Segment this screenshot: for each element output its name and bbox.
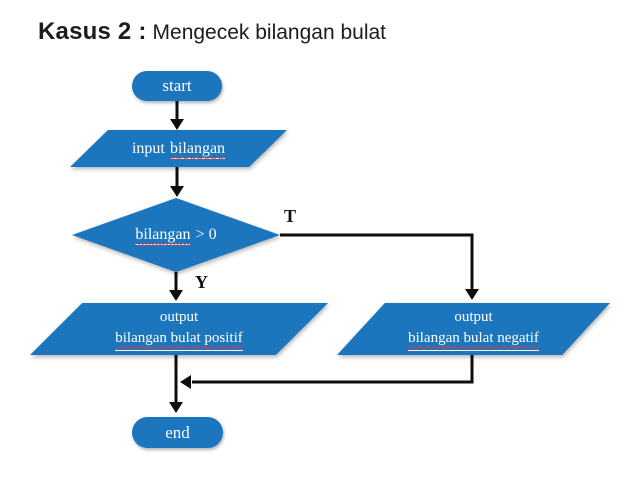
branch-label-true: T bbox=[284, 206, 297, 226]
arrow-start-to-input bbox=[170, 101, 184, 130]
decision-label: bilangan> 0 bbox=[135, 226, 217, 245]
input-label-prefix: input bbox=[131, 139, 165, 157]
end-label: end bbox=[165, 422, 190, 442]
page-title: Kasus 2 :Mengecek bilangan bulat bbox=[38, 18, 386, 46]
branch-label-yes: Y bbox=[195, 272, 208, 292]
flow-node-decision-wrapper: bilangan> 0 bbox=[72, 198, 280, 272]
arrow-input-to-decision bbox=[170, 167, 184, 197]
flow-node-start: start bbox=[132, 71, 222, 101]
title-description: Mengecek bilangan bulat bbox=[152, 21, 387, 44]
arrow-output-negative-return bbox=[180, 355, 474, 389]
start-label: start bbox=[162, 76, 192, 95]
flow-node-output-negative-wrapper: output bilangan bulat negatif bbox=[337, 303, 610, 355]
flow-node-output-positive-wrapper: output bilangan bulat positif bbox=[30, 303, 328, 355]
arrow-output-positive-to-end bbox=[169, 355, 183, 413]
title-case-number: Kasus 2 : bbox=[38, 18, 147, 45]
output-positive-line1: output bbox=[159, 309, 199, 325]
output-positive-line2: bilangan bulat positif bbox=[115, 328, 243, 351]
arrow-decision-to-output-negative bbox=[280, 233, 479, 300]
decision-label-op: > 0 bbox=[195, 226, 217, 243]
output-negative-line2: bilangan bulat negatif bbox=[408, 328, 539, 351]
arrow-decision-to-output-positive bbox=[169, 272, 183, 301]
flow-node-output-positive: output bilangan bulat positif bbox=[30, 303, 328, 355]
output-negative-line1: output bbox=[454, 309, 493, 325]
flow-node-decision: bilangan> 0 bbox=[72, 198, 280, 272]
decision-label-word: bilangan bbox=[135, 226, 191, 245]
flow-node-end: end bbox=[132, 417, 223, 448]
flow-node-output-negative: output bilangan bulat negatif bbox=[337, 303, 610, 355]
input-label-word: bilangan bbox=[169, 139, 226, 159]
